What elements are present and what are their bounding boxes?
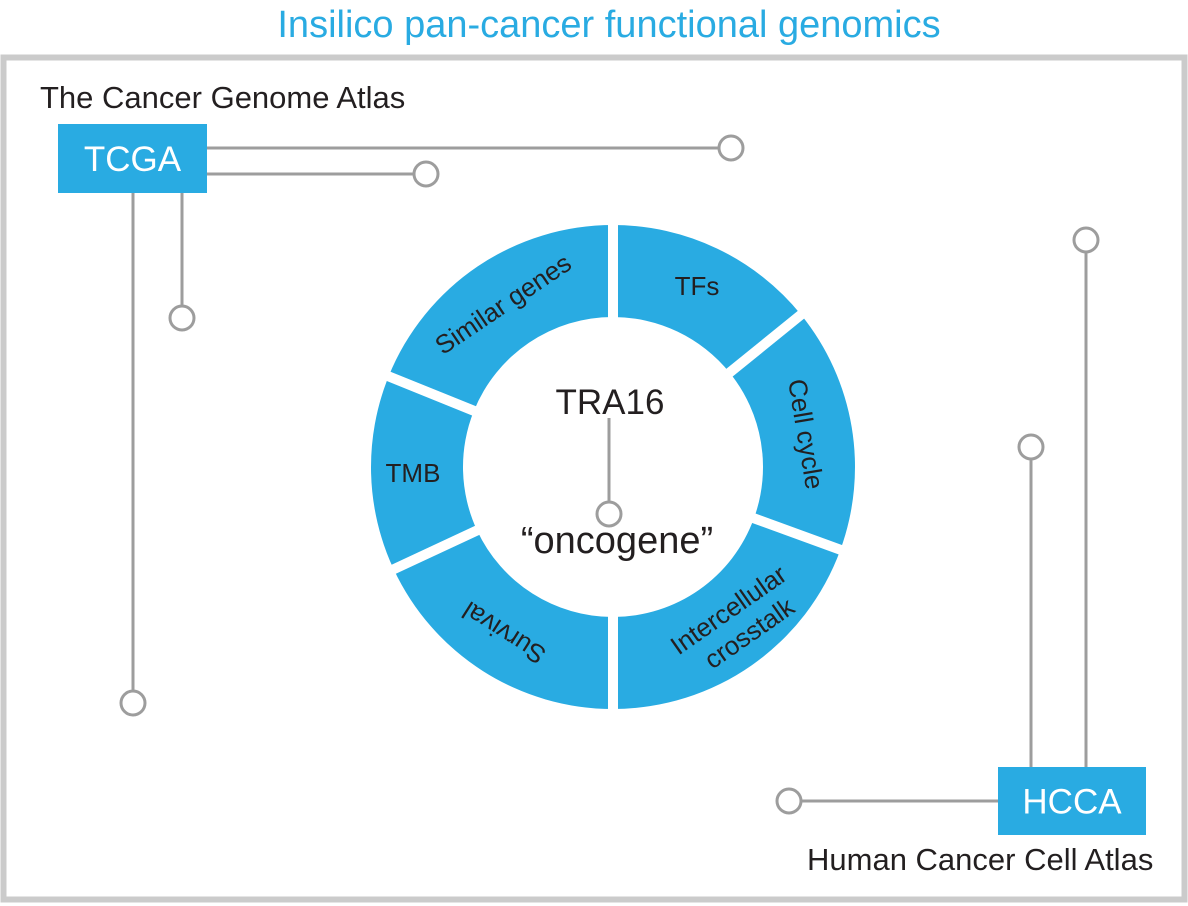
- hcca-box: [998, 767, 1146, 835]
- center-role-label: “oncogene”: [521, 520, 713, 562]
- tcga-box: [58, 124, 207, 193]
- ring-segment-cell-cycle: [729, 314, 855, 550]
- connector-node: [412, 160, 440, 188]
- ring-segment-gap: [377, 367, 486, 420]
- ring-segment-gap: [742, 510, 852, 558]
- ring-segment-intercellular-crosstalk: [613, 518, 841, 709]
- ring-segment-survival: [393, 530, 613, 709]
- ring-segment-similar-genes: [388, 225, 613, 411]
- hcca-full-name: Human Cancer Cell Atlas: [807, 842, 1153, 877]
- ring-segment-gap: [718, 304, 812, 383]
- hcca-box-label: HCCA: [1022, 783, 1122, 822]
- diagram-title: Insilico pan-cancer functional genomics: [277, 4, 940, 46]
- analysis-ring: TFs Cell cycle Intercellular crosstalk S…: [371, 215, 855, 719]
- connector-node: [717, 134, 745, 162]
- ring-center: TRA16 “oncogene”: [521, 383, 713, 562]
- ring-segment-tfs: [613, 225, 802, 373]
- connector-node: [1017, 433, 1045, 461]
- connector-node: [1072, 226, 1100, 254]
- connector-node: [595, 500, 623, 528]
- hcca-source: HCCA Human Cancer Cell Atlas: [775, 226, 1153, 877]
- ring-segment-tmb: [371, 376, 478, 570]
- tcga-source: The Cancer Genome Atlas TCGA: [40, 80, 745, 717]
- tcga-full-name: The Cancer Genome Atlas: [40, 80, 405, 115]
- ring-segment-gap: [382, 521, 489, 579]
- connector-node: [775, 787, 803, 815]
- frame-border: [0, 54, 1188, 903]
- connector-node: [168, 304, 196, 332]
- tcga-box-label: TCGA: [84, 140, 182, 179]
- ring-segment-tfs-label: TFs: [675, 271, 720, 301]
- ring-segment-tmb-label: TMB: [386, 458, 441, 488]
- connector-node: [119, 689, 147, 717]
- center-gene-label: TRA16: [556, 383, 665, 422]
